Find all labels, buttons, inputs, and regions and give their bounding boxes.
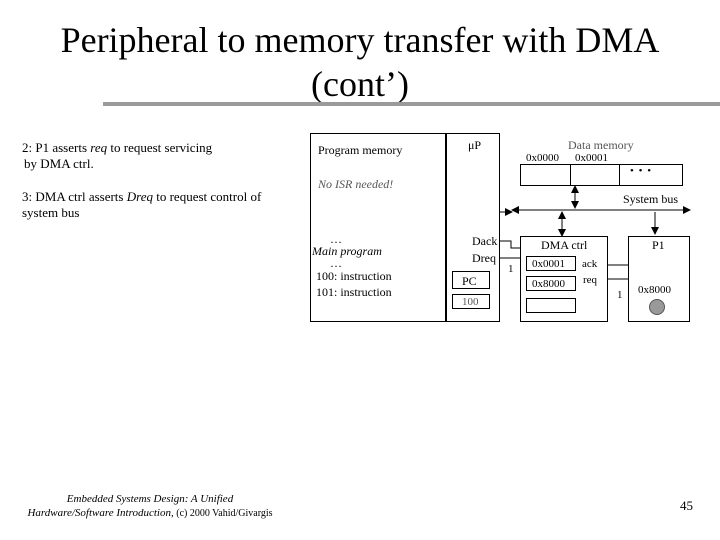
req-label: req <box>583 274 598 286</box>
pc-register <box>452 271 490 289</box>
ack-label: ack <box>582 258 598 270</box>
data-memory-box <box>520 164 683 186</box>
title-line-1: Peripheral to memory transfer with DMA <box>60 20 660 60</box>
footer-citation: Embedded Systems Design: A Unified Hardw… <box>18 492 282 521</box>
program-memory-box <box>310 133 446 322</box>
data-memory-cell-divider-2 <box>619 165 620 185</box>
pc-value: 100 <box>462 296 479 308</box>
step-2-text: 2: P1 asserts req to request servicing b… <box>22 140 213 171</box>
microprocessor-box <box>446 133 500 322</box>
dma-register-2 <box>526 276 576 291</box>
isr-note: No ISR needed! <box>318 177 394 191</box>
peripheral-p1-indicator <box>649 299 665 315</box>
title-line-2: (cont’) <box>311 64 409 104</box>
program-memory-label: Program memory <box>318 143 403 157</box>
dreq-label: Dreq <box>472 251 496 265</box>
footer-copyright: (c) 2000 Vahid/Givargis <box>173 508 273 519</box>
dma-controller-label: DMA ctrl <box>541 238 588 252</box>
ellipsis-before-main: … <box>330 232 342 246</box>
peripheral-p1-address: 0x8000 <box>638 284 671 296</box>
dack-label: Dack <box>472 234 498 248</box>
instruction-line-100: 100: instruction <box>316 269 392 283</box>
footer-line-1: Embedded Systems Design: A Unified <box>66 493 234 505</box>
pc-value-box <box>452 294 490 309</box>
ellipsis-after-main: … <box>330 256 342 270</box>
dack-line <box>500 240 520 249</box>
data-memory-addr-1: 0x0001 <box>575 152 608 164</box>
instruction-line-101: 101: instruction <box>316 285 392 299</box>
data-memory-addr-0: 0x0000 <box>526 152 559 164</box>
main-program-label: Main program <box>312 244 382 258</box>
footer-line-2: Hardware/Software Introduction, <box>27 507 174 519</box>
title-rule <box>103 102 720 106</box>
dreq-value: 1 <box>508 263 514 275</box>
data-memory-cell-divider-1 <box>570 165 571 185</box>
peripheral-p1-label: P1 <box>652 238 665 252</box>
slide-title: Peripheral to memory transfer with DMA (… <box>0 18 720 106</box>
microprocessor-label: μP <box>468 138 482 152</box>
dma-register-1-value: 0x0001 <box>532 258 565 270</box>
req-value: 1 <box>617 289 623 301</box>
dma-register-2-value: 0x8000 <box>532 278 565 290</box>
data-memory-ellipsis: • • • <box>630 165 653 177</box>
page-number: 45 <box>680 498 693 513</box>
step-3-number: 3: <box>22 189 33 204</box>
step-3-text: 3: DMA ctrl asserts Dreq to request cont… <box>22 189 262 220</box>
pc-label: PC <box>462 274 477 288</box>
dma-register-3 <box>526 298 576 313</box>
req-term: req <box>90 140 108 155</box>
dreq-term: Dreq <box>126 189 153 204</box>
data-memory-label: Data memory <box>568 138 634 152</box>
dma-register-1 <box>526 256 576 271</box>
step-2-number: 2: <box>22 140 33 155</box>
system-bus-label: System bus <box>623 192 679 206</box>
